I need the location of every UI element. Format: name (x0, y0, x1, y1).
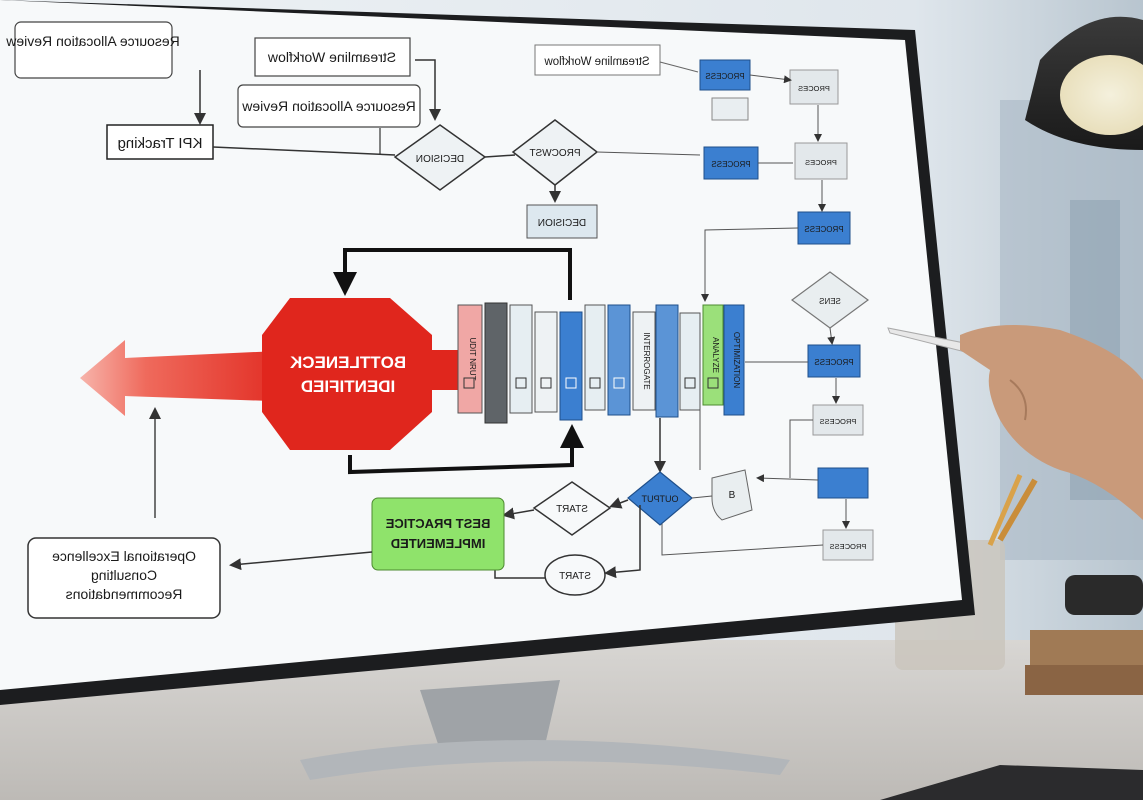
start-diamond (532, 481, 612, 536)
proces-grey-2 (794, 142, 848, 180)
red-arrow (80, 340, 300, 416)
decision-diamond-1 (393, 124, 487, 191)
doc-label: B (729, 490, 736, 501)
col-blue-right-label: OPTIMIZATION (732, 332, 741, 389)
proces-grey-1 (789, 69, 839, 105)
resource-review-box (14, 21, 173, 79)
best-practice-line-1: BEST PRACTICE (385, 516, 490, 531)
best-practice-box (371, 497, 505, 571)
resource-review-box-2 (237, 84, 421, 128)
process-diamond-label: PROCWST (529, 148, 580, 159)
process-grey-5 (822, 529, 874, 561)
bottleneck-line-2: IDENTIFIED (301, 377, 395, 396)
col-green-label: ANALYZE (711, 337, 720, 373)
consulting-line-2: Consulting (91, 567, 157, 583)
kpi-tracking-box (106, 124, 214, 160)
process-grey-3-label: PROCESS (820, 417, 857, 426)
process-grey-3 (812, 404, 864, 436)
decision-1-label: DECISION (416, 154, 464, 165)
process-grey-5-label: PROCESS (830, 542, 867, 551)
process-c-label: PROCESS (804, 225, 843, 234)
start-diamond-label: START (556, 504, 588, 515)
process-a-label: PROCESS (705, 72, 744, 81)
best-practice-line-2: IMPLEMENTED (391, 536, 486, 551)
flowchart-diagram: Resource Allocation Review Streamline Wo… (5, 21, 874, 619)
resource-review-label-2: Resource Allocation Review (241, 98, 415, 114)
kpi-tracking-label: KPI Tracking (117, 135, 202, 152)
send-diamond-label: SENS (819, 297, 841, 306)
consulting-line-1: Operational Excellence (52, 548, 196, 564)
streamline-workflow-label: Streamline Workflow (267, 49, 396, 65)
output-diamond-label: OUTPUT (641, 494, 679, 504)
decision-box-label: DECISION (538, 218, 586, 229)
process-box-e (817, 467, 869, 499)
process-box-b (703, 146, 759, 180)
process-box-a (699, 59, 751, 91)
bottleneck-line-1: BOTTLENECK (289, 353, 406, 372)
col-pink-label: UDIT NRUT (468, 338, 477, 381)
proces-grey-2-label: PROCES (805, 158, 837, 167)
consulting-line-3: Recommendations (66, 586, 183, 602)
monitor-stand (300, 680, 790, 780)
book-stack (1030, 630, 1143, 670)
decision-box (526, 204, 598, 239)
process-box-d (807, 344, 861, 378)
document-shape (711, 469, 753, 521)
keyboard (880, 765, 1143, 800)
start-oval-label: START (559, 571, 591, 582)
consulting-box (27, 537, 221, 619)
process-d-label: PROCESS (814, 358, 853, 367)
process-column-strip: UDIT NRUT INTERROGATE ANALYZE OPTIMIZATI… (457, 302, 745, 424)
hand-with-pen (887, 325, 1143, 520)
streamline-workflow-box-2 (534, 44, 661, 76)
streamline-workflow-box (254, 37, 411, 77)
col-mid-label: INTERROGATE (642, 332, 651, 389)
streamline-workflow-label-2: Streamline Workflow (544, 56, 650, 68)
process-b-label: PROCESS (711, 160, 750, 169)
resource-review-label-1: Resource Allocation Review (5, 33, 179, 49)
desk-lamp (1025, 16, 1143, 615)
bottleneck-octagon (262, 298, 432, 450)
output-diamond (627, 471, 693, 526)
proces-grey-1-label: PROCES (798, 84, 830, 93)
